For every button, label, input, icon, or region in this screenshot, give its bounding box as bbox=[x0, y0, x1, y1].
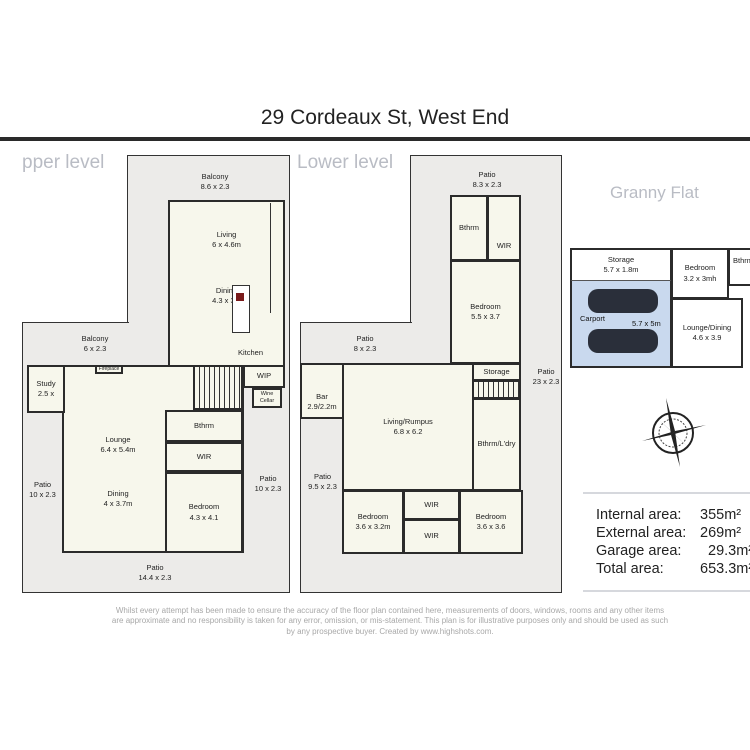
area-total: Total area:653.3m² bbox=[596, 561, 750, 577]
areas-divider bbox=[583, 492, 750, 494]
car-icon bbox=[588, 289, 658, 313]
page-title: 29 Cordeaux St, West End bbox=[260, 106, 510, 129]
title-divider bbox=[0, 137, 750, 141]
lower-level-heading: Lower level bbox=[297, 152, 394, 173]
compass-rose-icon bbox=[642, 398, 706, 467]
carport-label: Carport bbox=[580, 314, 606, 323]
room-kitchen: Kitchen bbox=[238, 348, 264, 357]
room-bthrm: Bthrm bbox=[450, 195, 488, 261]
room-bthrm: Bthrm bbox=[165, 410, 243, 442]
carport: Carport 5.7 x 5m bbox=[570, 280, 672, 368]
car-icon bbox=[588, 329, 658, 353]
upper-level-heading: pper level bbox=[22, 152, 105, 173]
room-wir-1: WIR bbox=[403, 490, 460, 520]
kitchen-bench bbox=[270, 203, 284, 313]
disclaimer: Whilst every attempt has been made to en… bbox=[111, 606, 669, 636]
room-wir-top: WIR bbox=[487, 195, 521, 261]
area-summary: Internal area:355m² External area:269m² … bbox=[596, 507, 750, 579]
area-external: External area:269m² bbox=[596, 525, 742, 541]
granny-flat-heading: Granny Flat bbox=[610, 183, 699, 202]
cooktop-icon bbox=[236, 293, 244, 301]
staircase bbox=[193, 365, 243, 410]
room-wip: WIP bbox=[243, 365, 285, 388]
fireplace: Fireplace bbox=[95, 365, 123, 374]
room-wine-cellar: Wine Cellar bbox=[252, 388, 282, 408]
area-garage: Garage area:29.3m² bbox=[596, 543, 750, 559]
room-storage: Storage bbox=[472, 363, 521, 381]
room-bthrm-laundry: Bthrm/L'dry bbox=[472, 398, 521, 491]
room-bthrm: Bthrm bbox=[728, 248, 750, 286]
room-wir: WIR bbox=[165, 442, 243, 472]
carport-size: 5.7 x 5m bbox=[632, 319, 661, 328]
area-internal: Internal area:355m² bbox=[596, 507, 742, 523]
room-wir-2: WIR bbox=[403, 519, 460, 554]
staircase bbox=[472, 380, 521, 399]
